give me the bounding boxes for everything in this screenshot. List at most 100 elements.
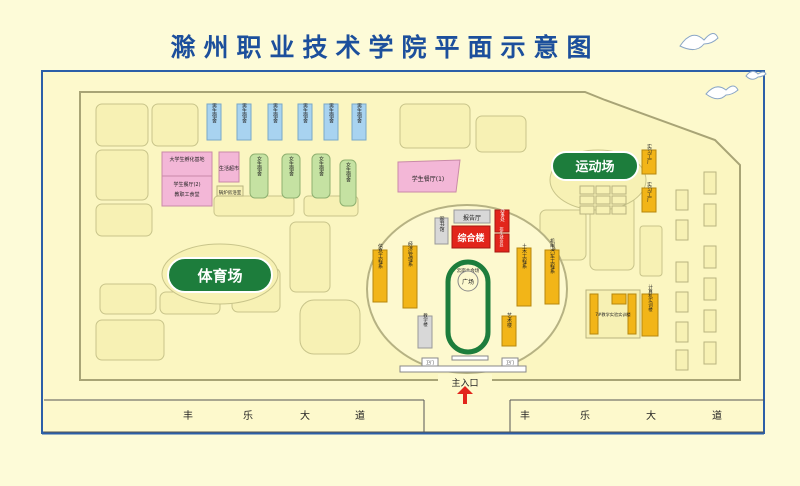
staff-dorm[interactable] <box>703 245 717 269</box>
staff-dorm[interactable] <box>703 341 717 365</box>
boiler-bath-label: 锅炉房浴室 <box>219 189 242 196</box>
mech-auto-building[interactable] <box>544 249 560 305</box>
avenue-right-char-1: 丰 <box>520 409 530 422</box>
career-center[interactable] <box>494 233 510 253</box>
male-dorm-6-label: 男生宿舍 <box>356 103 362 124</box>
main-gate-label: 主入口 <box>451 377 478 389</box>
gate-right-label: 卫门 <box>506 359 514 365</box>
canteen-2-label: 学生餐厅(2) <box>173 181 200 188</box>
main-complex-label: 综合楼 <box>457 232 484 244</box>
male-dorm-4[interactable] <box>297 103 313 141</box>
female-dorm-row <box>249 153 357 207</box>
main-complex[interactable] <box>451 225 491 249</box>
female-dorm-4[interactable] <box>339 159 357 207</box>
campus-block <box>95 203 153 237</box>
male-dorm-3[interactable] <box>267 103 283 141</box>
main-gate-bg <box>438 374 492 392</box>
economics-building[interactable] <box>402 245 418 309</box>
mech-auto-label: 机电汽车工程系 <box>549 238 555 274</box>
practice-factory-2[interactable] <box>641 187 657 213</box>
gymnasium[interactable] <box>167 257 273 293</box>
male-dorm-5[interactable] <box>323 103 339 141</box>
dove-icon <box>679 33 719 50</box>
campus-block <box>95 319 165 361</box>
art-building[interactable] <box>501 315 517 347</box>
avenue-left-char-2: 乐 <box>243 410 253 422</box>
canteen-1[interactable] <box>397 159 461 193</box>
civil-eng-building[interactable] <box>516 247 532 307</box>
staff-dorm[interactable] <box>675 261 689 283</box>
boiler-bath[interactable] <box>216 185 244 197</box>
info-eng-building[interactable] <box>372 249 388 303</box>
incubator-label: 大学生孵化基地 <box>169 156 204 163</box>
career-center-label: 招生就业处 <box>500 226 505 248</box>
male-dorm-3-label: 男生宿舍 <box>272 103 278 124</box>
male-dorm-5-label: 男生宿舍 <box>328 103 334 124</box>
library[interactable] <box>434 217 449 245</box>
staff-dorm[interactable] <box>675 349 689 371</box>
square[interactable] <box>457 270 479 292</box>
male-dorm-2-label: 男生宿舍 <box>241 103 247 124</box>
female-dorm-2-label: 女生宿舍 <box>288 155 294 177</box>
training-center[interactable] <box>611 293 627 305</box>
staff-dorm[interactable] <box>675 321 689 343</box>
male-dorm-row <box>206 103 367 141</box>
civil-eng-label: 土木工程系 <box>521 243 527 269</box>
campus-block <box>151 103 199 147</box>
central-track-label: 云岗主会场 <box>457 267 480 274</box>
admin-center[interactable] <box>494 209 510 233</box>
lecture-hall[interactable] <box>453 209 491 224</box>
sports-field[interactable] <box>551 151 639 181</box>
supermarket-label: 生活超市 <box>219 165 239 172</box>
gymnasium-label: 体育场 <box>197 267 242 285</box>
staff-dorm[interactable] <box>703 309 717 333</box>
gate-left-label: 卫门 <box>426 359 434 365</box>
info-eng-label: 信息工程系 <box>377 243 383 269</box>
page-title: 滁州职业技术学院平面示意图 <box>170 33 599 62</box>
campus-block <box>299 299 361 355</box>
staff-dorm-columns <box>675 171 717 371</box>
staff-dorm[interactable] <box>703 171 717 195</box>
central-track[interactable] <box>445 259 491 355</box>
female-dorm-2[interactable] <box>281 153 301 199</box>
male-dorm-6[interactable] <box>351 103 367 141</box>
dove-icon <box>745 70 767 80</box>
lecture-hall-label: 报告厅 <box>463 214 481 222</box>
dove-icon <box>705 85 739 100</box>
female-dorm-3[interactable] <box>311 153 331 199</box>
supermarket[interactable] <box>218 151 240 183</box>
campus-block <box>399 103 471 149</box>
female-dorm-1-label: 女生宿舍 <box>256 155 262 177</box>
female-dorm-4-label: 女生宿舍 <box>345 161 351 183</box>
female-dorm-1[interactable] <box>249 153 269 199</box>
male-dorm-1[interactable] <box>206 103 222 141</box>
art-building-label: 艺术楼 <box>506 313 512 329</box>
training-wing-right[interactable] <box>627 293 637 335</box>
female-dorm-3-label: 女生宿舍 <box>318 155 324 177</box>
staff-dorm[interactable] <box>675 189 689 211</box>
gate-south[interactable] <box>451 355 489 361</box>
incubator-canteen-block[interactable] <box>161 151 213 207</box>
staff-dorm[interactable] <box>675 219 689 241</box>
campus-block <box>95 149 149 201</box>
avenue-left-char-4: 道 <box>355 409 365 422</box>
practice-factory-1[interactable] <box>641 149 657 175</box>
library-label: 图书馆 <box>439 217 445 233</box>
campus-block <box>99 283 157 315</box>
canteen-1-label: 学生餐厅(1) <box>412 175 445 183</box>
computer-training-building[interactable] <box>641 293 659 337</box>
teaching-building[interactable] <box>417 315 433 349</box>
practice-factory-2-label: 实习工厂 <box>646 181 652 203</box>
male-dorm-2[interactable] <box>236 103 252 141</box>
male-dorm-4-label: 男生宿舍 <box>302 103 308 124</box>
staff-dorm[interactable] <box>703 277 717 301</box>
staff-dorm[interactable] <box>703 203 717 227</box>
admin-center-label: 办事处 <box>500 207 505 223</box>
plant-8-label: 7#教学实验实训楼 <box>595 311 631 318</box>
staff-canteen-label: 教职工食堂 <box>174 191 199 198</box>
campus-block <box>639 225 663 277</box>
training-wing-left[interactable] <box>589 293 599 335</box>
avenue-left-char-3: 大 <box>300 409 310 422</box>
staff-dorm[interactable] <box>675 291 689 313</box>
